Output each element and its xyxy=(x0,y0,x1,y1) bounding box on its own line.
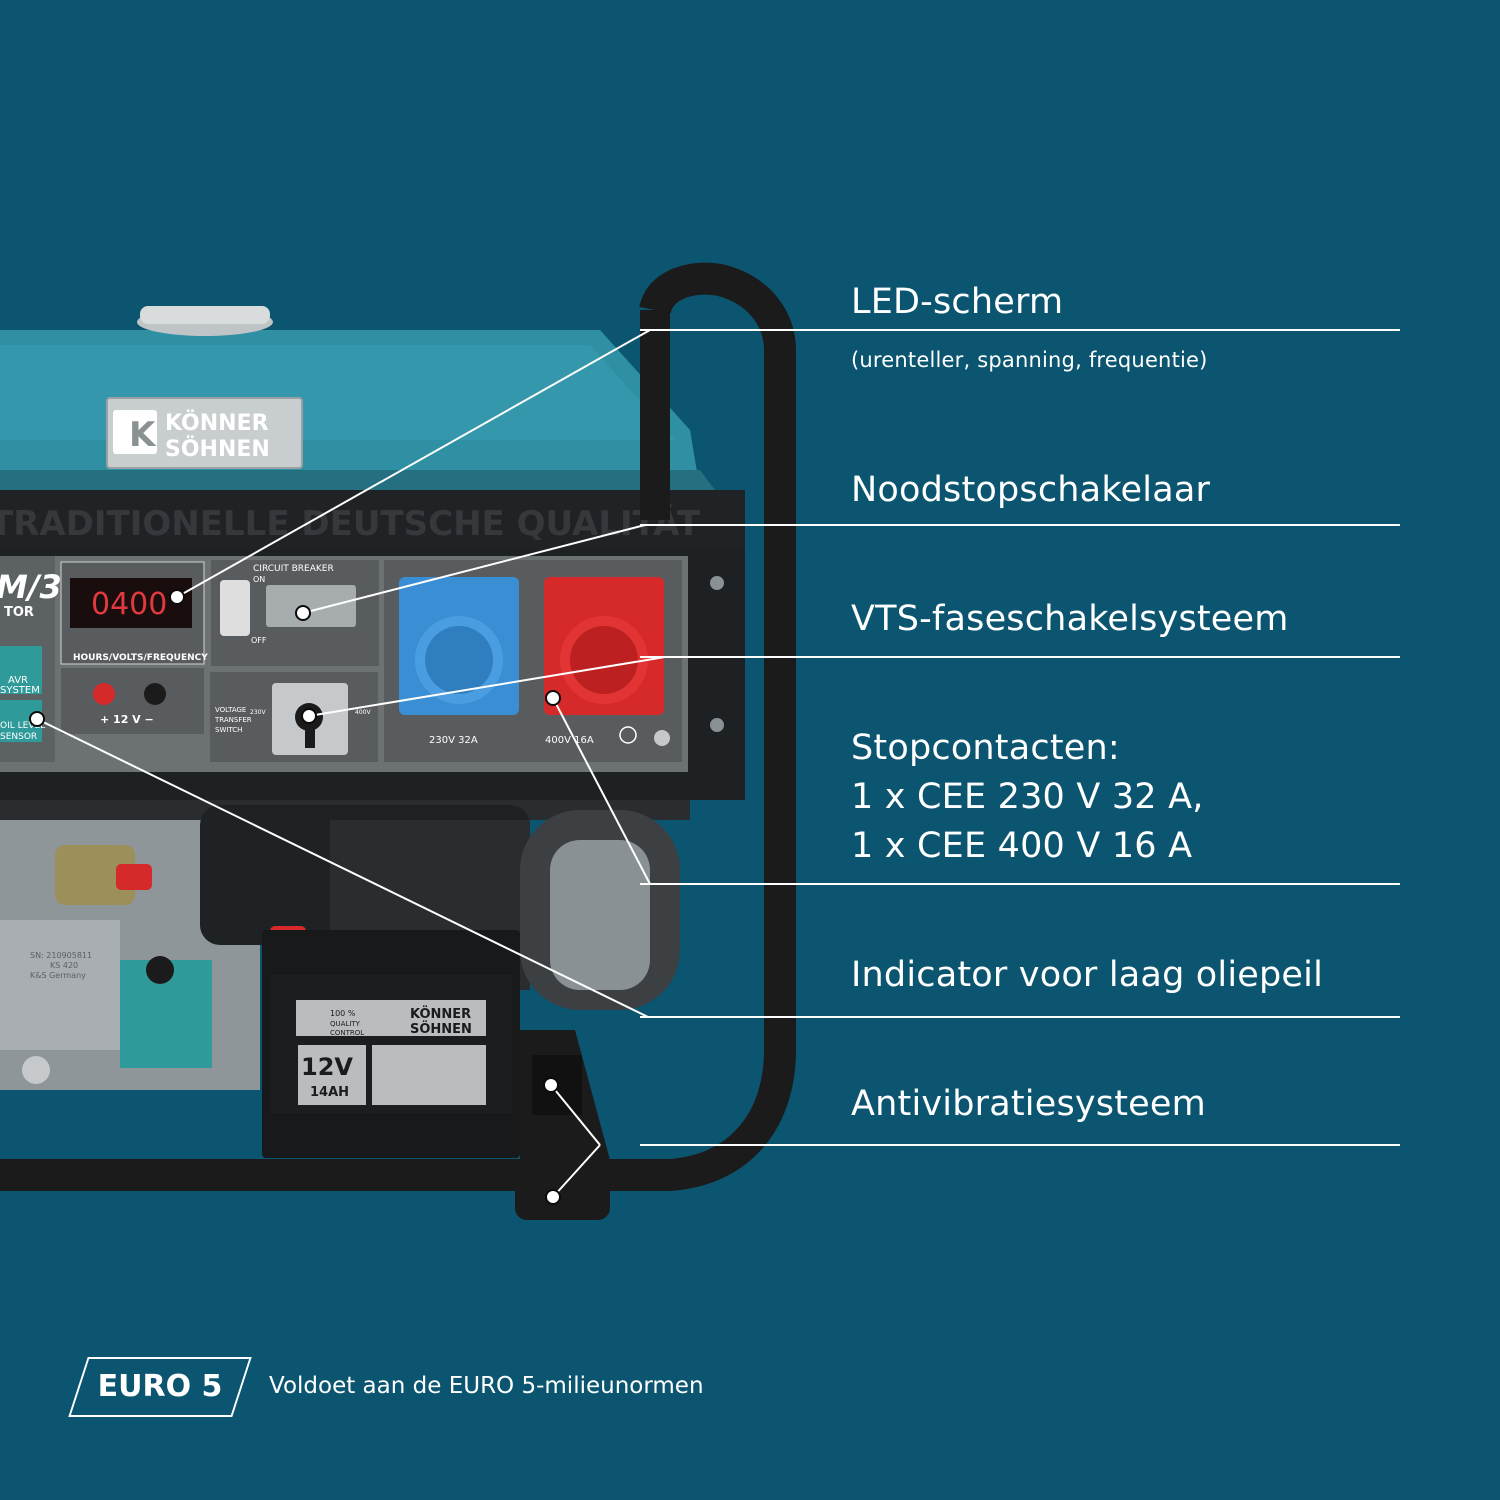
dc-positive-terminal[interactable] xyxy=(93,683,115,705)
ground-terminal xyxy=(654,730,670,746)
svg-text:KÖNNER: KÖNNER xyxy=(410,1006,471,1022)
feature-title: Indicator voor laag oliepeil xyxy=(851,955,1323,995)
callout-markers xyxy=(29,589,561,1205)
svg-text:AVR: AVR xyxy=(8,675,28,686)
ground-icon xyxy=(619,726,637,744)
marker-oil-indicator xyxy=(29,711,45,727)
dc-negative-terminal[interactable] xyxy=(144,683,166,705)
battery: 100 % QUALITY CONTROL KÖNNER SÖHNEN 12V … xyxy=(262,930,520,1158)
svg-text:100 %: 100 % xyxy=(330,1009,356,1018)
feature-sockets: Stopcontacten: 1 x CEE 230 V 32 A, 1 x C… xyxy=(851,724,1204,871)
oil-warning-tag xyxy=(120,960,212,1068)
svg-text:SENSOR: SENSOR xyxy=(0,732,37,742)
svg-text:QUALITY: QUALITY xyxy=(330,1020,361,1028)
circuit-breaker-switch[interactable] xyxy=(266,585,356,627)
svg-text:CIRCUIT BREAKER: CIRCUIT BREAKER xyxy=(253,564,334,574)
svg-text:230V: 230V xyxy=(250,709,266,716)
feature-emergency-stop: Noodstopschakelaar xyxy=(851,466,1210,515)
svg-text:KS 420: KS 420 xyxy=(50,961,78,970)
feature-line: 1 x CEE 400 V 16 A xyxy=(851,826,1193,866)
svg-text:OFF: OFF xyxy=(251,636,267,645)
brand-name-line2: SÖHNEN xyxy=(165,436,270,462)
control-panel: M/3 TOR AVR SYSTEM OIL LEVEL SENSOR 0400… xyxy=(0,550,745,800)
model-fragment: M/3 xyxy=(0,568,62,606)
feature-line: 1 x CEE 230 V 32 A, xyxy=(851,777,1204,817)
marker-sockets xyxy=(545,690,561,706)
euro5-caption: Voldoet aan de EURO 5-milieunormen xyxy=(269,1373,704,1399)
battery-capacity: 14AH xyxy=(310,1085,349,1100)
svg-text:SÖHNEN: SÖHNEN xyxy=(410,1021,472,1037)
marker-anti-vibration-1 xyxy=(543,1077,559,1093)
socket-red-label: 400V 16A xyxy=(545,735,594,746)
engine-serial: SN: 210905811 xyxy=(30,951,92,960)
rule-oil xyxy=(640,1016,1400,1018)
steel-frame xyxy=(0,262,796,1220)
svg-text:400V: 400V xyxy=(355,709,371,716)
feature-title: Stopcontacten: xyxy=(851,728,1120,768)
led-display-value: 0400 xyxy=(91,587,167,622)
feature-title: LED-scherm xyxy=(851,282,1064,322)
svg-text:OIL LEVEL: OIL LEVEL xyxy=(0,721,45,731)
led-display-caption: HOURS/VOLTS/FREQUENCY xyxy=(73,653,208,663)
feature-subtitle: (urenteller, spanning, frequentie) xyxy=(851,348,1208,372)
svg-text:K&S Germany: K&S Germany xyxy=(30,971,86,980)
brand-logo-mark: K xyxy=(129,415,157,455)
socket-blue-label: 230V 32A xyxy=(429,735,478,746)
tagline-text: TRADITIONELLE DEUTSCHE QUALITÄT xyxy=(0,503,701,544)
marker-emergency-stop xyxy=(295,605,311,621)
rule-vts xyxy=(640,656,1400,658)
callout-lines xyxy=(36,329,666,1198)
rule-antivibration xyxy=(640,1144,1400,1146)
marker-vts-switch xyxy=(301,708,317,724)
anti-vibration-foot xyxy=(515,1170,610,1220)
brand-plate: K KÖNNER SÖHNEN xyxy=(106,397,303,469)
svg-text:TRANSFER: TRANSFER xyxy=(214,716,252,724)
rule-noodstop xyxy=(640,524,1400,526)
dc-output-label: + 12 V − xyxy=(100,713,154,726)
feature-vts: VTS-faseschakelsysteem xyxy=(851,595,1289,644)
brand-name-line1: KÖNNER xyxy=(165,410,269,436)
power-switch[interactable] xyxy=(220,580,250,636)
rule-led xyxy=(640,329,1400,331)
feature-led-display: LED-scherm (urenteller, spanning, freque… xyxy=(851,278,1208,375)
feature-oil-indicator: Indicator voor laag oliepeil xyxy=(851,951,1323,1000)
svg-text:CONTROL: CONTROL xyxy=(330,1029,364,1037)
feature-title: Antivibratiesysteem xyxy=(851,1084,1206,1124)
feature-anti-vibration: Antivibratiesysteem xyxy=(851,1080,1206,1129)
feature-title: Noodstopschakelaar xyxy=(851,470,1211,510)
marker-anti-vibration-2 xyxy=(545,1189,561,1205)
svg-text:VOLTAGE: VOLTAGE xyxy=(215,706,246,714)
svg-text:SWITCH: SWITCH xyxy=(215,726,242,734)
feature-title: VTS-faseschakelsysteem xyxy=(851,599,1289,639)
euro5-badge: EURO 5 xyxy=(97,1369,223,1404)
rule-sockets xyxy=(640,883,1400,885)
battery-voltage: 12V xyxy=(301,1053,353,1081)
model-subtext: TOR xyxy=(4,605,34,620)
svg-text:ON: ON xyxy=(253,575,265,584)
svg-text:SYSTEM: SYSTEM xyxy=(0,685,40,696)
marker-led-display xyxy=(169,589,185,605)
